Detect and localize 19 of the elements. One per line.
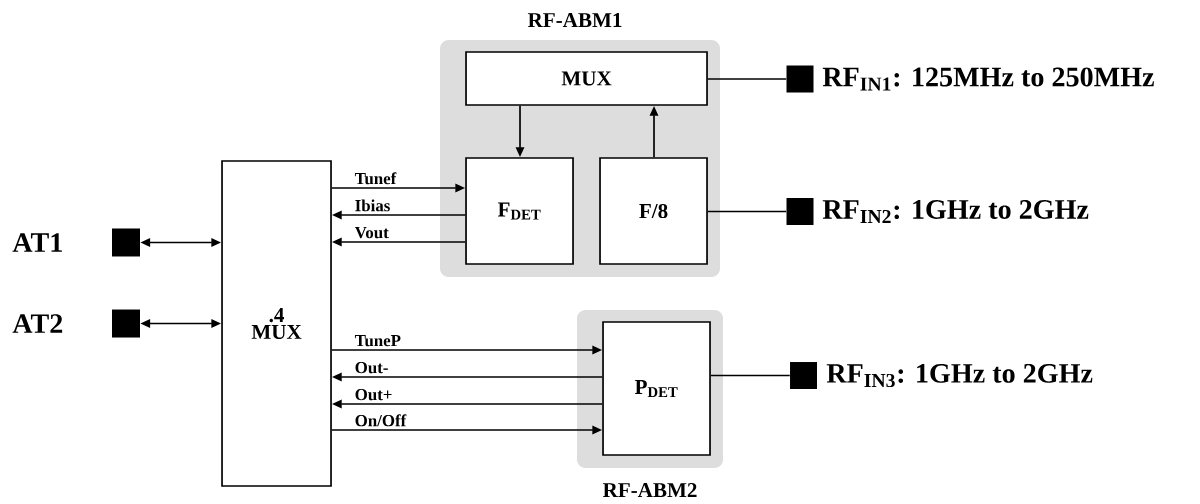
- signal-label: Out+: [355, 388, 392, 401]
- module-label: RF-ABM1: [527, 13, 622, 27]
- signal-label: Vout: [354, 227, 389, 239]
- signal-label: On/Off: [355, 414, 407, 427]
- signal-label: TuneP: [354, 335, 401, 347]
- block-box: MUX: [465, 51, 708, 106]
- block-box: .4 MUX: [221, 160, 332, 487]
- module-label: RF-ABM2: [602, 483, 697, 497]
- port-label: AT1: [12, 233, 62, 252]
- port-label: RF$_{IN3}$: 1GHz to 2GHz: [826, 363, 1093, 388]
- block-box: F$_{DET}$: [465, 157, 574, 265]
- block-box: F/8: [599, 157, 708, 265]
- port-label: AT2: [12, 314, 63, 333]
- port-label: RF$_{IN1}$: 125MHz to 250MHz: [822, 67, 1154, 91]
- signal-label: Tunef: [354, 172, 397, 185]
- port-label: RF$_{IN2}$: 1GHz to 2GHz: [822, 200, 1089, 223]
- block-box: P$_{DET}$: [602, 321, 711, 456]
- signal-label: Out-: [355, 361, 388, 374]
- signal-label: Ibias: [355, 199, 390, 212]
